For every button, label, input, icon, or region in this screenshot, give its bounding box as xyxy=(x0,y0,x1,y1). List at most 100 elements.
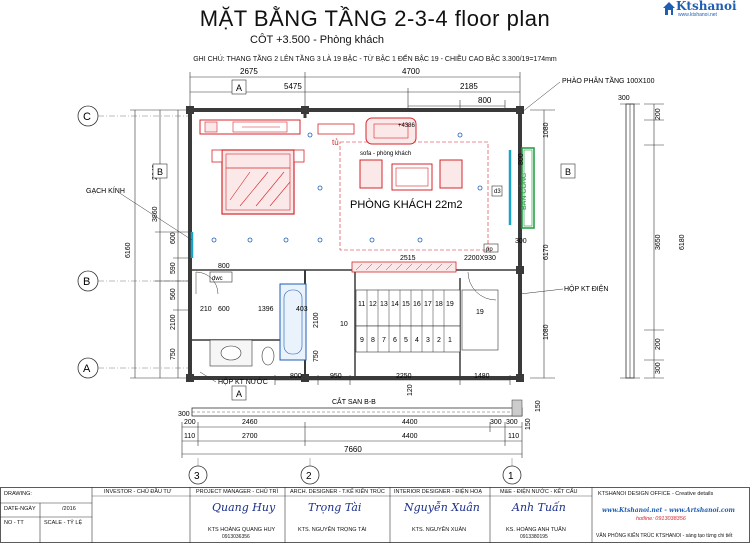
dim-left-600: 600 xyxy=(170,232,177,244)
grid-row-b: B xyxy=(77,270,190,292)
living-rug xyxy=(339,141,489,251)
dim-403: 403 xyxy=(296,306,308,313)
logo-url: www.ktshanoi.net xyxy=(678,12,717,18)
dim-bottom-1480: 1480 xyxy=(474,373,490,380)
stair-step: 19 xyxy=(446,301,454,308)
dim-right-200b: 200 xyxy=(655,338,662,350)
dim-right-6180: 6180 xyxy=(679,234,686,250)
cabinet-label: tủ xyxy=(332,138,339,147)
house-logo-icon xyxy=(663,2,675,15)
dim-sec-150b: 150 xyxy=(525,418,532,430)
stair-step: 13 xyxy=(380,301,388,308)
mne-phone: 0913380195 xyxy=(520,534,548,540)
stair-step-19: 19 xyxy=(476,309,484,316)
stair-step-10: 10 xyxy=(340,321,348,328)
glass-block-label: GẠCH KÍNH xyxy=(86,186,125,195)
glass-block-walls xyxy=(190,150,512,258)
dim-right-300b: 300 xyxy=(655,362,662,374)
living-room-label: PHÒNG KHÁCH 22m2 xyxy=(350,198,462,211)
wc-label: dwc xyxy=(212,276,223,282)
manager-name: KTS HOÀNG QUANG HUY xyxy=(208,527,276,533)
drawing-title: MẶT BẰNG TẦNG 2-3-4 floor plan xyxy=(199,6,551,31)
section-bb-strip xyxy=(191,399,523,417)
dim-right-300a: 300 xyxy=(618,95,630,102)
interior-signature: Nguyễn Xuân xyxy=(404,501,480,514)
pp-label: pp xyxy=(486,247,493,253)
stair-step: 5 xyxy=(404,337,408,344)
toilet xyxy=(261,346,275,366)
staircase xyxy=(355,289,499,353)
right-wall-section xyxy=(625,103,635,379)
arch-header: ARCH. DESIGNER - T.KẾ KIẾN TRÚC xyxy=(290,489,385,495)
stair-step: 15 xyxy=(402,301,410,308)
sofa-label: sofa - phòng khách xyxy=(360,151,411,157)
grid-row-a: A xyxy=(77,357,190,379)
dim-right-1080-bottom: 1080 xyxy=(543,324,550,340)
interior-name: KTS. NGUYỄN XUÂN xyxy=(412,527,467,533)
dim-total-7660: 7660 xyxy=(344,445,362,454)
stair-step: 6 xyxy=(393,337,397,344)
brand-logo: Ktshanoi www.ktshanoi.net xyxy=(662,0,746,20)
tv-cabinet xyxy=(317,123,355,135)
dim-top-2185: 2185 xyxy=(460,82,478,91)
office-hotline: hotline: 0913038356 xyxy=(636,516,686,522)
office-footer: VĂN PHÒNG KIẾN TRÚC KTSHANOI - sáng tạo … xyxy=(596,533,733,539)
grid-cols: 3 2 1 xyxy=(188,458,522,485)
mne-signature: Anh Tuấn xyxy=(512,501,566,514)
dim-b3-110a: 110 xyxy=(184,433,195,440)
drawing-label: DRAWING: xyxy=(4,491,32,497)
mne-header: M&E - ĐIỆN NƯỚC - KẾT CẤU xyxy=(500,489,578,495)
dim-b2-300b: 300 xyxy=(506,419,518,426)
section-bb-title: CẮT SAN B-B xyxy=(332,397,376,406)
ceiling-lights xyxy=(211,132,483,243)
dim-right-1080-top: 1080 xyxy=(543,122,550,138)
dim-bottom-800: 800 xyxy=(290,373,302,380)
leader-phao xyxy=(521,81,561,113)
dim-2515: 2515 xyxy=(400,255,416,262)
grid-label-c: C xyxy=(83,111,91,123)
wc-box xyxy=(209,271,233,283)
arch-signature: Trọng Tài xyxy=(308,501,362,514)
grid-label-b: B xyxy=(83,276,90,288)
stair-step: 9 xyxy=(360,337,364,344)
dim-top-4700: 4700 xyxy=(402,67,420,76)
dim-right-3650: 3650 xyxy=(655,234,662,250)
dim-2100-inner: 2100 xyxy=(313,312,320,328)
stair-step: 4 xyxy=(415,337,419,344)
investor-header: INVESTOR - CHỦ ĐẦU TƯ xyxy=(104,489,172,495)
wardrobe xyxy=(199,119,301,135)
dim-bottom-950: 950 xyxy=(330,373,342,380)
dim-left-560: 560 xyxy=(170,288,177,300)
leader-dien xyxy=(519,288,564,295)
section-markers: B B A A xyxy=(152,79,576,401)
dim-left-6160: 6160 xyxy=(125,242,132,258)
grid-label-a: A xyxy=(83,363,91,375)
stair-step: 2 xyxy=(437,337,441,344)
dim-b2-300a: 300 xyxy=(490,419,502,426)
dim-sec-120: 120 xyxy=(407,384,414,396)
level-mark: +4386 xyxy=(398,123,416,129)
dim-b2-200: 200 xyxy=(184,419,196,426)
leader-gach-kinh xyxy=(117,191,193,241)
stair-step: 16 xyxy=(413,301,421,308)
bottom-dimension-lines xyxy=(274,375,511,385)
door-swings xyxy=(195,271,497,301)
section-b-left: B xyxy=(157,167,163,177)
dim-b3-4400: 4400 xyxy=(402,433,418,440)
date-value: /2016 xyxy=(62,506,76,512)
grid-col-2: 2 xyxy=(306,471,312,482)
right-dimension-lines xyxy=(530,103,664,379)
arch-name: KTS. NGUYỄN TRỌNG TÀI xyxy=(298,527,367,533)
dim-right-300: 300 xyxy=(515,238,527,245)
sofa xyxy=(359,117,463,191)
grid-col-3: 3 xyxy=(194,471,200,482)
dim-b3-2700: 2700 xyxy=(242,433,258,440)
manager-phone: 0913036356 xyxy=(222,534,250,540)
stair-step: 12 xyxy=(369,301,377,308)
dim-left-590: 590 xyxy=(170,262,177,274)
dim-750-inner: 750 xyxy=(313,350,320,362)
stair-note: GHI CHÚ: THANG TẦNG 2 LÊN TẦNG 3 LÀ 19 B… xyxy=(193,56,557,63)
logo-name: Ktshanoi xyxy=(676,0,737,13)
tv-label: d3 xyxy=(494,189,501,195)
leader-nuoc xyxy=(199,371,217,383)
